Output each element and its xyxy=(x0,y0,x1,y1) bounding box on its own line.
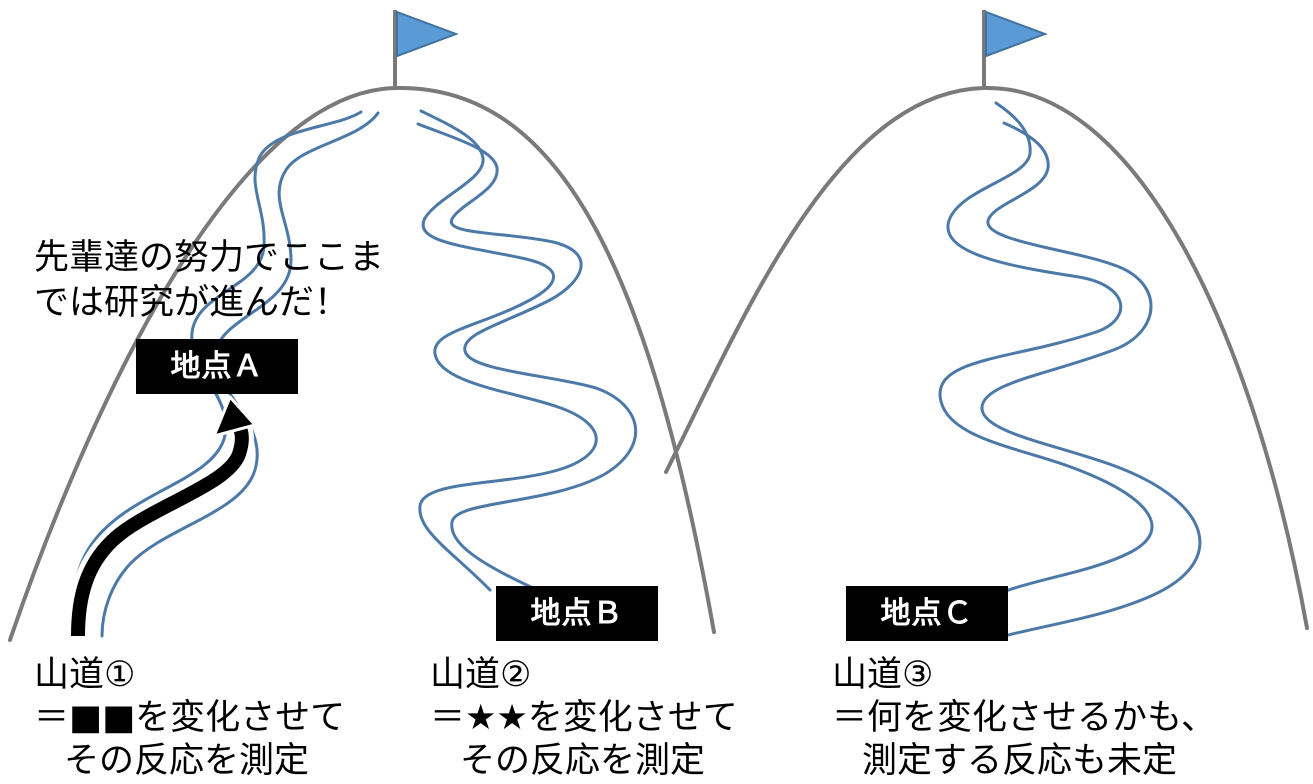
trail-3-caption: 山道③ ＝何を変化させるかも、 測定する反応も未定 xyxy=(832,654,1292,783)
trail-3-description-line-2: 測定する反応も未定 xyxy=(862,741,1178,781)
trail-3-right-edge xyxy=(980,121,1202,638)
trail-1-left-edge xyxy=(70,110,363,634)
trail-2-left-edge xyxy=(418,109,598,592)
trail-2 xyxy=(416,109,638,592)
right-mountain-outline xyxy=(664,85,1309,630)
trail-3-description-line-1: ＝何を変化させるかも、 xyxy=(832,698,1216,738)
trail-2-right-edge xyxy=(416,122,638,590)
trail-1-title: 山道① xyxy=(34,655,136,695)
trail-1-caption: 山道① ＝■■を変化させて その反応を測定 xyxy=(34,654,394,783)
trail-1-description-line-1: ＝■■を変化させて xyxy=(34,698,346,738)
callout-line-2: では研究が進んだ！ xyxy=(34,283,350,323)
research-progress-callout: 先輩達の努力でここま では研究が進んだ！ xyxy=(34,236,384,326)
trail-2-description-line-1: ＝★★を変化させて xyxy=(430,698,738,738)
trail-3-left-edge xyxy=(938,101,1154,605)
progress-arrow-icon xyxy=(66,395,257,637)
callout-line-1: 先輩達の努力でここま xyxy=(34,238,385,278)
point-b-label: 地点Ｂ xyxy=(496,586,658,641)
trail-3 xyxy=(938,101,1202,638)
summit-flag-right-icon xyxy=(982,10,1048,88)
trail-2-description-line-2: その反応を測定 xyxy=(460,741,706,781)
trail-1-description-line-2: その反応を測定 xyxy=(64,741,310,781)
point-a-label: 地点Ａ xyxy=(136,339,298,394)
point-c-label: 地点Ｃ xyxy=(846,586,1008,641)
trail-2-caption: 山道② ＝★★を変化させて その反応を測定 xyxy=(430,654,790,783)
summit-flag-left-icon xyxy=(393,10,459,88)
left-mountain-outline xyxy=(8,85,716,642)
trail-3-title: 山道③ xyxy=(832,655,934,695)
trail-2-title: 山道② xyxy=(430,655,532,695)
